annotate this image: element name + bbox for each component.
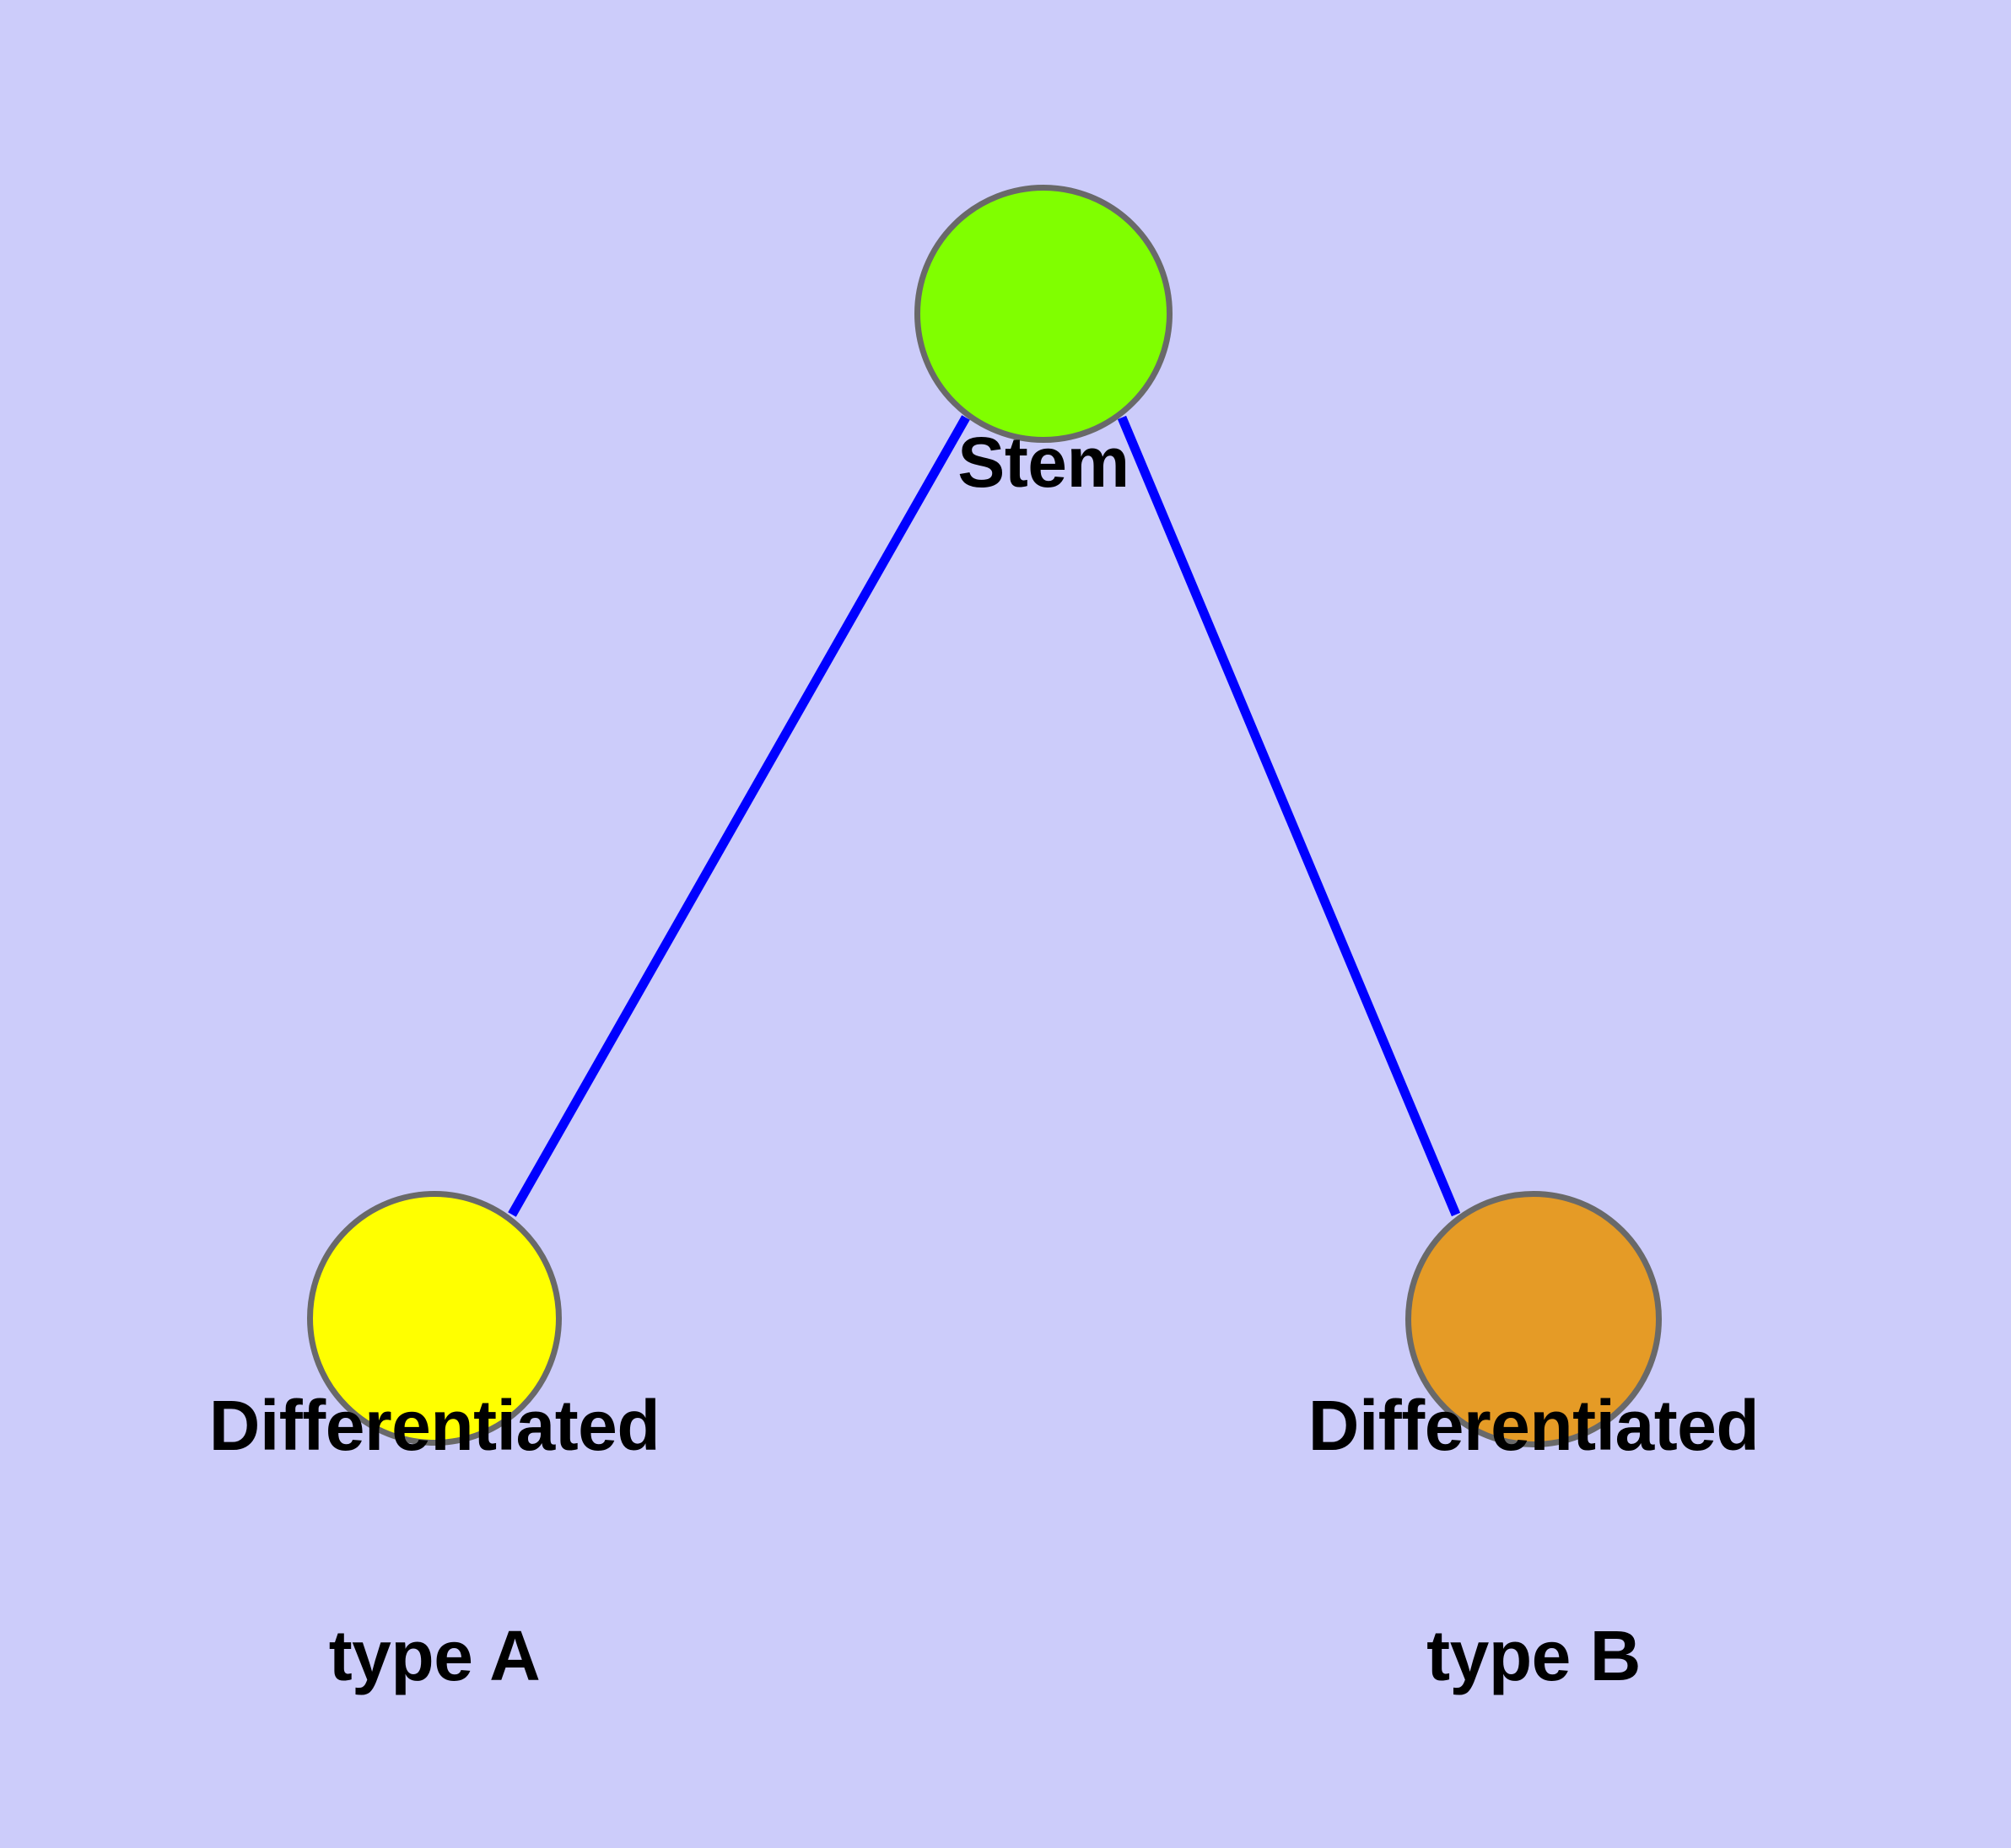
node-label-type-b-line-2: type B	[1426, 1615, 1641, 1695]
edge-layer	[508, 415, 1461, 1217]
node-label-type-b-line-1: Differentiated	[1307, 1386, 1760, 1466]
node-differentiated-type-b[interactable]	[1405, 1191, 1662, 1447]
node-label-differentiated-type-a: Differentiated type A	[97, 1235, 772, 1847]
graph-canvas: Stem Differentiated type A Differentiate…	[208, 185, 1760, 1694]
node-label-stem-line-1: Stem	[957, 423, 1130, 503]
node-label-type-a-line-2: type A	[328, 1615, 541, 1695]
node-label-differentiated-type-b: Differentiated type B	[1196, 1235, 1871, 1847]
node-label-type-a-line-1: Differentiated	[208, 1386, 660, 1466]
node-differentiated-type-a[interactable]	[307, 1191, 562, 1446]
node-label-stem: Stem	[790, 272, 1297, 655]
edge-stem-to-type-a[interactable]	[508, 415, 970, 1217]
edge-stem-to-type-b[interactable]	[1117, 415, 1461, 1217]
node-stem[interactable]	[914, 185, 1173, 443]
